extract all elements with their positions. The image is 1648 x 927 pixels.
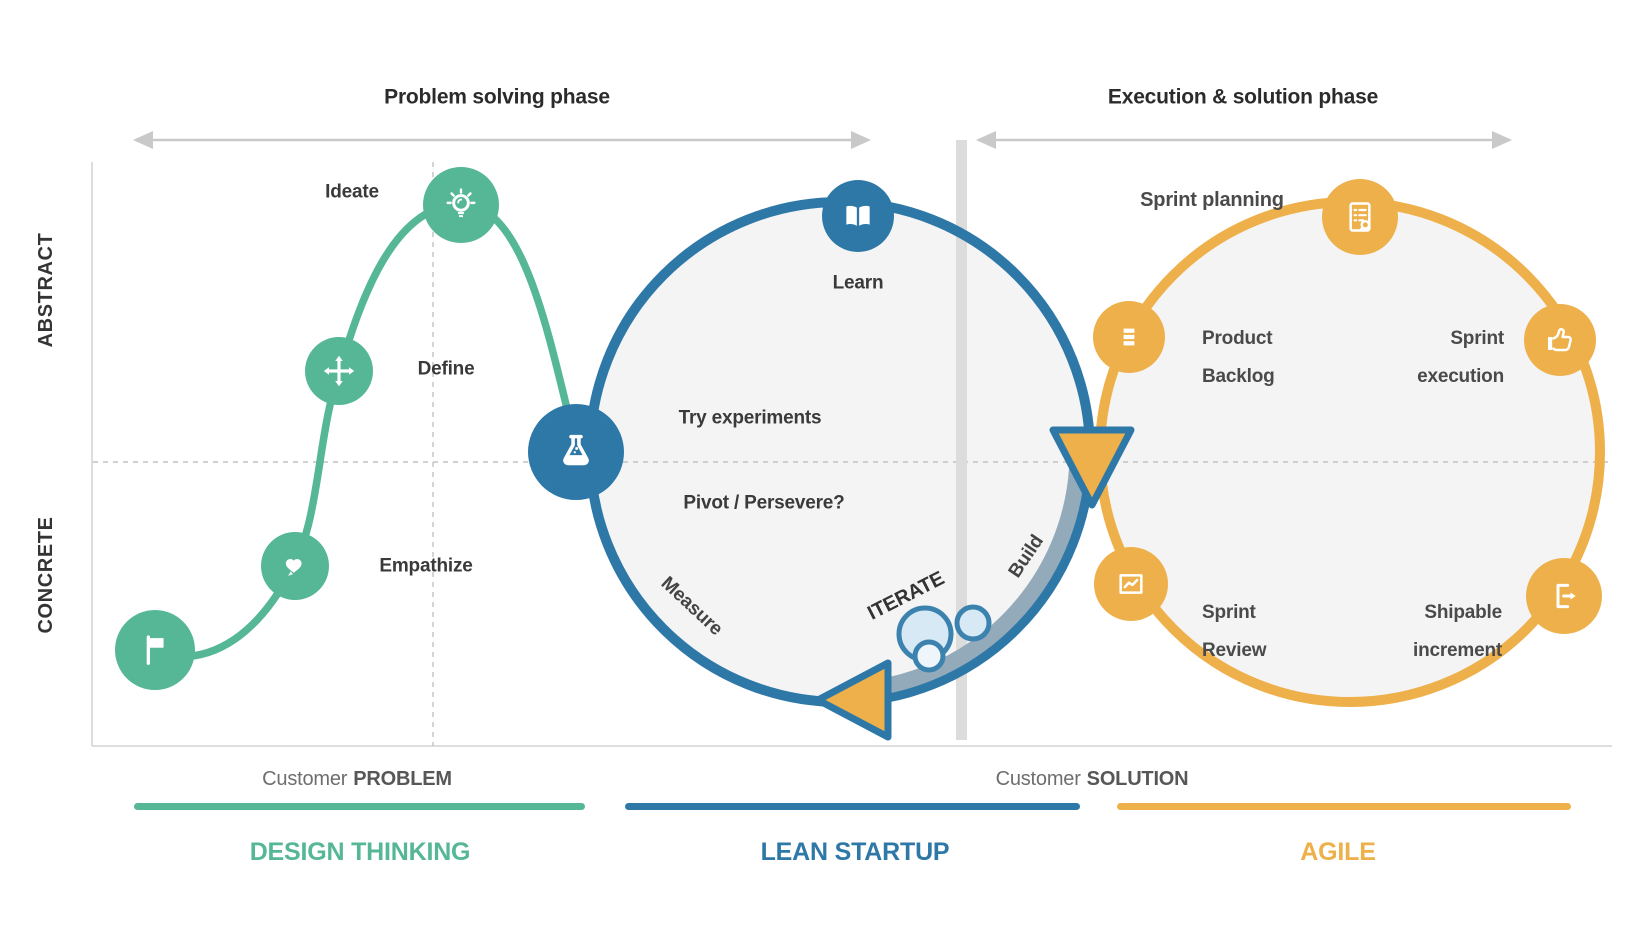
customer-solution-prefix: Customer — [995, 768, 1081, 790]
product-backlog-list-icon — [1123, 328, 1135, 346]
experiment-node — [528, 404, 624, 500]
define-label: Define — [417, 358, 475, 380]
agile-bar — [1117, 803, 1571, 810]
sprint-review-chart-icon — [1119, 574, 1143, 594]
sprint-planning-label: Sprint planning — [1140, 189, 1284, 211]
flow-arrow-left-icon — [814, 659, 892, 741]
design-thinking-curve — [149, 200, 581, 661]
customer-problem-term: PROBLEM — [353, 768, 452, 790]
shipable-increment-label: Shipable increment — [1412, 602, 1502, 661]
iterate-bubble-right-icon — [954, 604, 992, 642]
execution-phase-arrow — [976, 131, 1512, 149]
empathize-label: Empathize — [379, 555, 473, 577]
sprint-review-label: Sprint Review — [1202, 602, 1267, 661]
define-move-arrows-icon — [323, 355, 355, 387]
sprint-execution-label: Sprint execution — [1417, 328, 1504, 387]
ideate-label: Ideate — [325, 181, 379, 203]
customer-problem-prefix: Customer — [262, 768, 348, 790]
axis-label-concrete: CONCRETE — [35, 516, 57, 634]
agile-circle-fill — [1100, 202, 1600, 702]
pivot-persevere-label: Pivot / Persevere? — [683, 492, 845, 514]
try-experiments-label: Try experiments — [678, 407, 822, 429]
start-flag-node — [115, 610, 195, 690]
customer-problem-caption: Customer PROBLEM — [262, 767, 452, 791]
sprint-planning-checklist-icon — [1349, 202, 1371, 232]
experiment-flask-icon — [563, 434, 589, 466]
iterate-arc — [857, 461, 1085, 697]
lean-startup-title: LEAN STARTUP — [760, 838, 950, 866]
learn-label: Learn — [832, 272, 884, 294]
design-thinking-title: DESIGN THINKING — [249, 838, 471, 866]
ideate-lightbulb-icon — [446, 188, 476, 218]
axis-label-abstract: ABSTRACT — [35, 232, 57, 348]
execution-phase-title: Execution & solution phase — [1107, 85, 1379, 109]
agile-title: AGILE — [1300, 838, 1376, 866]
problem-phase-arrow — [133, 131, 871, 149]
empathize-node — [261, 532, 329, 600]
sprint-execution-node — [1524, 304, 1596, 376]
thumbs-up-icon — [1548, 328, 1572, 352]
define-node — [305, 337, 373, 405]
lean-startup-bar — [625, 803, 1080, 810]
checklist-rows — [1353, 208, 1367, 222]
learn-node — [822, 180, 894, 252]
learn-book-icon — [846, 205, 870, 226]
customer-solution-term: SOLUTION — [1086, 768, 1189, 790]
lightbulb-rays — [446, 188, 476, 205]
section-divider-bar — [956, 140, 967, 740]
empathize-heart-icon — [285, 558, 302, 576]
iterate-bubble-small-icon — [912, 639, 946, 673]
product-backlog-label: Product Backlog — [1202, 328, 1275, 387]
sprint-planning-node — [1322, 179, 1398, 255]
product-backlog-node — [1093, 301, 1165, 373]
flag-icon — [146, 635, 164, 665]
problem-phase-title: Problem solving phase — [384, 85, 610, 109]
design-thinking-bar — [134, 803, 585, 810]
shipable-increment-node — [1526, 558, 1602, 634]
ship-export-icon — [1556, 583, 1576, 609]
flow-arrow-down-icon — [1049, 426, 1135, 509]
ideate-node — [423, 167, 499, 243]
customer-solution-caption: Customer SOLUTION — [996, 767, 1189, 791]
sprint-review-node — [1094, 547, 1168, 621]
